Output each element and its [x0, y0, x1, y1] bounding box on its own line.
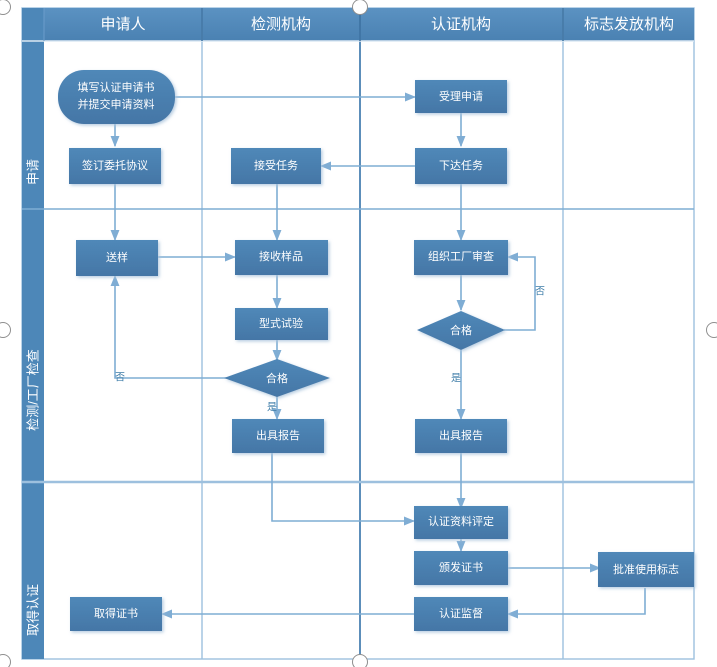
lane-label-obtain: 取得认证: [25, 584, 40, 636]
node-label: 出具报告: [256, 428, 300, 442]
edge-label-test-pass: 是: [267, 402, 277, 414]
edge-label-factory-pass: 是: [451, 373, 461, 385]
node-receive-sample[interactable]: 接收样品: [235, 240, 328, 275]
node-obtain-certificate[interactable]: 取得证书: [70, 597, 162, 631]
node-label-line1: 填写认证申请书: [78, 80, 155, 94]
node-label: 取得证书: [94, 607, 138, 620]
node-label: 颁发证书: [439, 560, 483, 574]
node-label: 下达任务: [439, 159, 483, 172]
node-fill-application-form[interactable]: 填写认证申请书 并提交申请资料: [58, 70, 175, 124]
node-label: 送样: [106, 250, 128, 264]
node-issue-certificate[interactable]: 颁发证书: [414, 551, 508, 585]
node-label: 型式试验: [259, 316, 303, 330]
node-label: 合格: [266, 371, 288, 385]
node-label: 认证监督: [439, 606, 483, 620]
lane-label-inspection: 检测/工厂检查: [25, 349, 40, 431]
node-type-test[interactable]: 型式试验: [235, 308, 328, 340]
node-label: 批准使用标志: [613, 562, 679, 576]
node-send-sample[interactable]: 送样: [76, 240, 158, 276]
node-label: 合格: [450, 323, 472, 337]
node-organize-factory-audit[interactable]: 组织工厂审查: [414, 240, 508, 275]
lane-label-column: [22, 8, 44, 659]
node-evaluate-certification-docs[interactable]: 认证资料评定: [414, 506, 508, 539]
node-issue-report-certification[interactable]: 出具报告: [415, 419, 507, 453]
node-label: 接受任务: [254, 159, 298, 172]
edge-n16-n17: [506, 588, 646, 619]
column-header-mark-issuing: 标志发放机构: [584, 16, 674, 33]
column-header-testing: 检测机构: [251, 16, 311, 33]
node-certification-supervision[interactable]: 认证监督: [414, 597, 508, 631]
edge-label-factory-fail: 否: [535, 286, 545, 298]
edge-n11-n6-no: [110, 274, 234, 379]
edge-label-test-fail: 否: [115, 372, 125, 384]
node-label: 组织工厂审查: [428, 249, 494, 263]
node-label: 出具报告: [439, 428, 483, 442]
node-label: 接收样品: [259, 249, 303, 263]
column-header-certification: 认证机构: [431, 16, 491, 33]
node-issue-report-testing[interactable]: 出具报告: [232, 419, 324, 453]
node-accept-application[interactable]: 受理申请: [415, 80, 507, 113]
node-sign-agreement[interactable]: 签订委托协议: [69, 148, 161, 184]
lane-label-apply: 申请: [25, 159, 40, 185]
column-header-applicant: 申请人: [100, 16, 145, 33]
node-label: 认证资料评定: [428, 514, 494, 528]
node-approve-mark-use[interactable]: 批准使用标志: [598, 552, 694, 587]
edge-n10-n8-no: [504, 252, 536, 331]
edge-n12-n14: [271, 453, 416, 526]
connectors: [110, 92, 646, 619]
node-label: 受理申请: [439, 90, 483, 103]
node-label-line2: 并提交申请资料: [78, 97, 155, 111]
node-accept-task[interactable]: 接受任务: [231, 148, 321, 184]
node-test-qualified-decision[interactable]: 合格: [224, 359, 330, 397]
node-factory-qualified-decision[interactable]: 合格: [417, 311, 505, 350]
node-assign-task[interactable]: 下达任务: [415, 148, 507, 184]
node-label: 签订委托协议: [82, 158, 148, 172]
